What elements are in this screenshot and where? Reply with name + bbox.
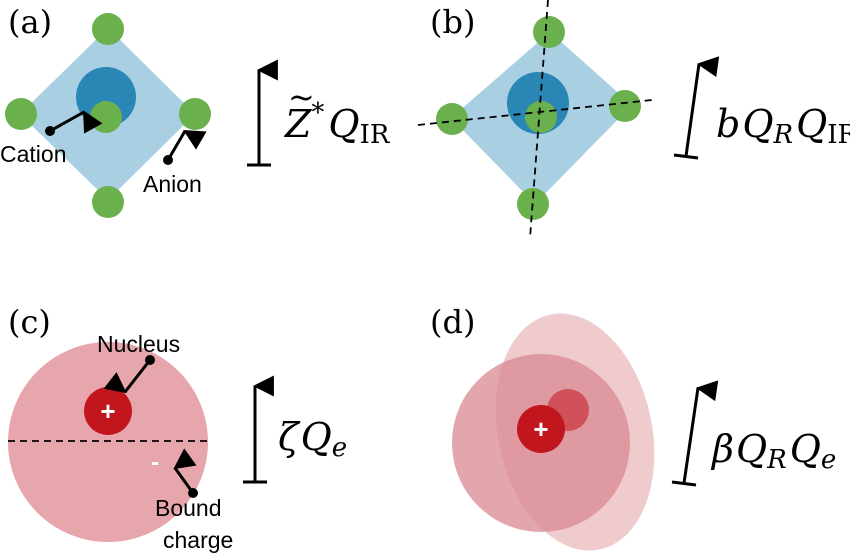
cation-callout-arrow [49, 110, 103, 134]
expression-b-q2: Q [796, 102, 827, 146]
panel-c: (c) + - Nucleus Bound charge ζQe [8, 303, 347, 553]
cation-green-core-b [525, 101, 557, 133]
expression-a-q: Q [328, 102, 359, 146]
expression-c-zeta: ζ [278, 415, 301, 459]
expression-a-sub: IR [360, 120, 391, 150]
bound-charge-label-line1: Bound [155, 495, 222, 521]
anion-left [5, 98, 37, 130]
nucleus-d-plus-sign: + [533, 414, 548, 444]
electron-cloud [8, 342, 208, 542]
expression-c-q: Q [301, 415, 332, 459]
anion-callout-arrow [166, 129, 207, 161]
expression-b-sub1: R [772, 120, 793, 150]
expression-b-q1: Q [742, 102, 773, 146]
polarization-arrow-b [684, 56, 720, 157]
rotation-axis-1 [529, 0, 549, 239]
polarization-arrow-d-tail [671, 480, 697, 487]
expression-c: ζQe [278, 415, 347, 463]
panel-a: (a) Cation Anion Z*QIR ~ [0, 3, 391, 218]
anion-top-b [533, 16, 565, 48]
anion-bottom [92, 186, 124, 218]
bound-charge-label-line2: charge [163, 527, 233, 553]
anion-right [179, 98, 211, 130]
panel-b-label: (b) [430, 3, 475, 41]
panel-d: (d) + βQRQe [430, 303, 836, 551]
expression-b: bQRQIR [716, 102, 850, 150]
expression-d-beta: β [710, 427, 734, 471]
bound-charge-callout-arrow [173, 448, 197, 494]
expression-a-tilde: ~ [288, 78, 315, 116]
anion-callout-label: Anion [143, 171, 202, 197]
expression-d-sub2: e [821, 445, 836, 475]
expression-b-sub2: IR [827, 120, 850, 150]
expression-c-sub: e [332, 433, 347, 463]
panel-b: (b) bQRQIR [417, 0, 850, 239]
panel-a-label: (a) [8, 3, 52, 41]
anion-right-b [609, 90, 641, 122]
anion-top [92, 13, 124, 45]
nucleus-callout-label: Nucleus [97, 331, 180, 357]
nucleus-plus-sign: + [100, 396, 115, 426]
expression-b-b: b [716, 102, 740, 146]
expression-a-star: * [311, 98, 324, 128]
expression-d: βQRQe [710, 427, 836, 475]
expression-d-q1: Q [736, 427, 767, 471]
anion-left-b [436, 103, 468, 135]
expression-d-q2: Q [790, 427, 821, 471]
bound-charge-minus-sign: - [151, 449, 159, 476]
cation-green-core [90, 101, 122, 133]
panel-d-label: (d) [430, 303, 475, 341]
polarization-arrow-d [682, 380, 719, 484]
rotation-axis-2 [417, 99, 653, 126]
polarization-arrow-b-tail [673, 153, 699, 160]
panel-c-label: (c) [8, 303, 51, 341]
cation-callout-label: Cation [0, 141, 66, 167]
expression-a-z: Z [284, 102, 312, 146]
expression-a: Z*QIR [284, 98, 391, 150]
nucleus-d [517, 405, 565, 453]
nucleus-callout-arrow [103, 359, 152, 394]
expression-d-sub1: R [766, 445, 787, 475]
nucleus [84, 387, 132, 435]
